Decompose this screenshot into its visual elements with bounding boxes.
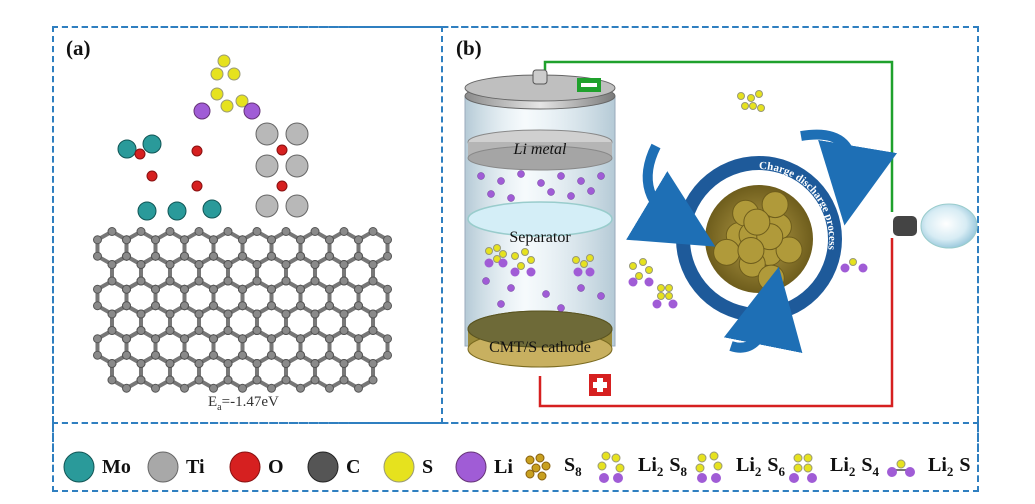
li-metal-label: Li metal (513, 141, 567, 158)
panel-a-label: (a) (66, 36, 91, 60)
cathode-label: CMT/S cathode (489, 339, 591, 356)
light-bulb-icon (920, 203, 978, 249)
legend-li: Li (454, 447, 513, 487)
cycle-arrow-bottom (723, 266, 803, 354)
adsorption-energy-label: Ea=-1.47eV (208, 394, 279, 413)
positive-wire (538, 238, 894, 408)
legend-mo: Mo (62, 447, 131, 487)
cycle-arrow-left (626, 143, 716, 247)
legend-s: S (382, 447, 433, 487)
legend-c: C (306, 447, 360, 487)
cycle-arrow-top (800, 129, 898, 226)
legend-frame (52, 422, 979, 492)
plus-sign (589, 374, 611, 396)
negative-wire (543, 60, 894, 212)
legend-o: O (228, 447, 284, 487)
graphene-structure (92, 54, 393, 393)
separator-label: Separator (509, 229, 571, 246)
panel-b-label: (b) (456, 36, 482, 60)
legend-s8: S8 (522, 447, 582, 487)
legend-ti: Ti (146, 447, 205, 487)
battery-schematic: Li metal Separator CMT/S cathode Charge … (464, 60, 978, 408)
